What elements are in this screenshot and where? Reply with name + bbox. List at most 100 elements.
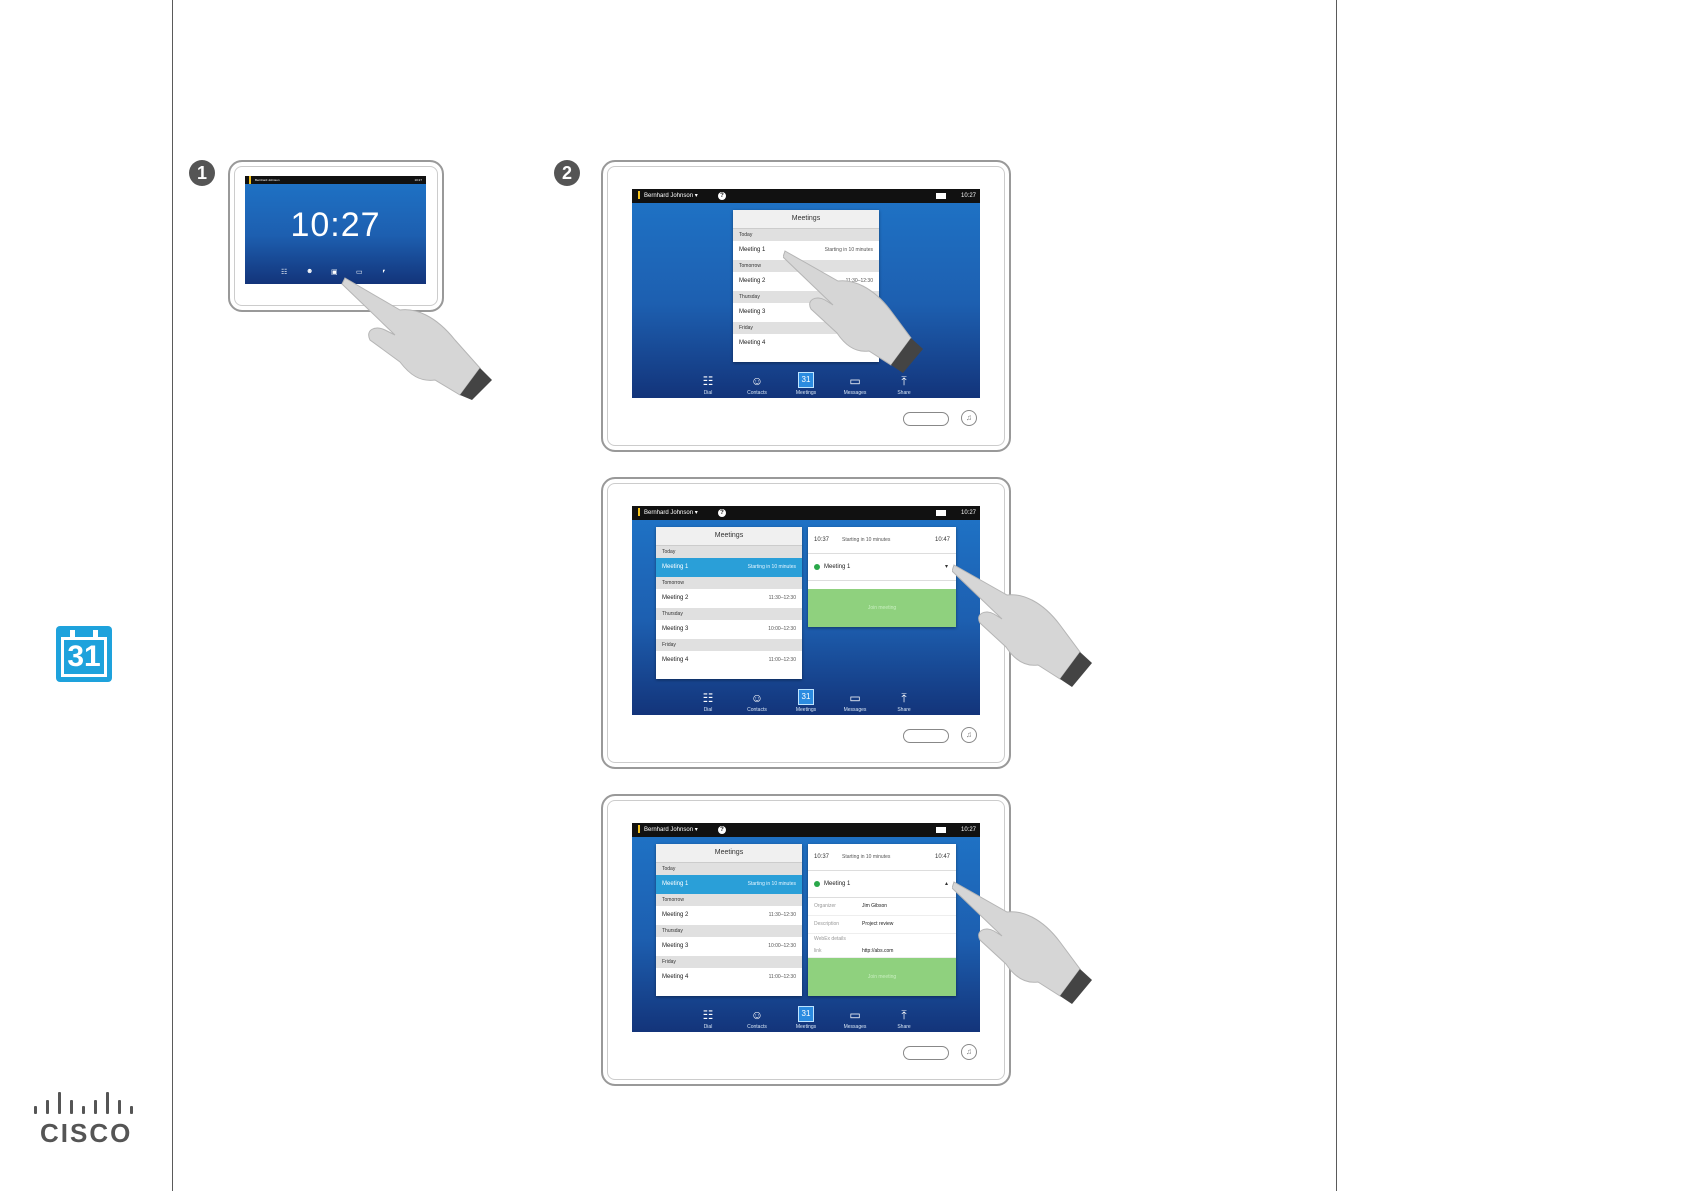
nav-share[interactable]: ⤒Share bbox=[897, 374, 911, 396]
meetings-icon: 31 bbox=[798, 689, 814, 705]
meetings-list-title: Meetings bbox=[733, 210, 879, 229]
volume-rocker[interactable] bbox=[903, 729, 949, 743]
meeting-detail-panel: 10:37 Starting in 10 minutes 10:47 Meeting… bbox=[808, 844, 956, 996]
clock: 10:27 bbox=[960, 193, 976, 199]
messages-icon: ▭ bbox=[849, 374, 861, 388]
contacts-icon: ☺ bbox=[750, 374, 764, 388]
expand-arrow-icon[interactable]: ▾ bbox=[944, 564, 948, 570]
meeting-expand-row[interactable]: Meeting 1▾ bbox=[808, 554, 956, 581]
nav-share[interactable]: ⤒Share bbox=[897, 691, 911, 713]
small-nav-messages-icon[interactable]: ▭ bbox=[356, 269, 363, 276]
nav-messages[interactable]: ▭Messages bbox=[843, 374, 867, 396]
day-header: Thursday bbox=[656, 925, 802, 937]
meeting-start-time: 10:37 bbox=[814, 537, 830, 543]
camera-icon[interactable] bbox=[936, 193, 946, 199]
dial-icon: ☷ bbox=[702, 374, 714, 388]
meetings-icon: 31 bbox=[798, 372, 814, 388]
collapse-arrow-icon[interactable]: ▴ bbox=[944, 881, 948, 887]
meeting-start-time: 10:37 bbox=[814, 854, 830, 860]
mute-icon[interactable]: ♫ bbox=[961, 727, 977, 743]
pointing-hand-icon bbox=[952, 564, 1092, 687]
help-icon[interactable]: ? bbox=[718, 826, 726, 834]
day-header: Today bbox=[656, 863, 802, 875]
pointing-hand-icon bbox=[341, 277, 492, 400]
user-name[interactable]: Bernhard Johnson ▾ bbox=[638, 823, 698, 837]
join-meeting-button[interactable]: Join meeting bbox=[808, 958, 956, 996]
pointing-hand-icon bbox=[783, 250, 923, 373]
small-nav: ☷ ☻ ▣ ▭ ⎖ bbox=[275, 268, 396, 282]
small-nav-meetings-icon[interactable]: ▣ bbox=[331, 269, 338, 276]
small-nav-dial-icon[interactable]: ☷ bbox=[281, 269, 288, 276]
volume-rocker[interactable] bbox=[903, 1046, 949, 1060]
nav-contacts[interactable]: ☺Contacts bbox=[747, 691, 767, 713]
share-icon: ⤒ bbox=[901, 691, 907, 705]
user-name[interactable]: Bernhard Johnson ▾ bbox=[638, 506, 698, 520]
touch-panel-detail-expanded: Bernhard Johnson ▾ ? 10:27 Meetings Toda… bbox=[601, 794, 1011, 1086]
cisco-logo: CISCO bbox=[32, 1092, 142, 1148]
nav-share[interactable]: ⤒Share bbox=[897, 1008, 911, 1030]
day-header: Thursday bbox=[656, 608, 802, 620]
help-icon[interactable]: ? bbox=[718, 192, 726, 200]
small-nav-contacts-icon[interactable]: ☻ bbox=[306, 268, 314, 275]
meetings-list-title: Meetings bbox=[656, 844, 802, 863]
share-icon: ⤒ bbox=[901, 1008, 907, 1022]
help-icon[interactable]: ? bbox=[718, 509, 726, 517]
nav-dial[interactable]: ☷Dial bbox=[702, 1008, 714, 1030]
meeting-status: Starting in 10 minutes bbox=[842, 537, 891, 543]
meeting-status: Starting in 10 minutes bbox=[842, 854, 891, 860]
clock: 10:27 bbox=[960, 827, 976, 833]
meeting-end-time: 10:47 bbox=[934, 854, 950, 860]
meeting-detail-panel: 10:37 Starting in 10 minutes 10:47 Meeting… bbox=[808, 527, 956, 627]
meetings-icon: 31 bbox=[798, 1006, 814, 1022]
day-header: Tomorrow bbox=[656, 894, 802, 906]
nav-dial[interactable]: ☷Dial bbox=[702, 374, 714, 396]
meeting-end-time: 10:47 bbox=[934, 537, 950, 543]
nav-contacts[interactable]: ☺Contacts bbox=[747, 374, 767, 396]
user-name[interactable]: Bernhard Johnson ▾ bbox=[638, 189, 698, 203]
dial-icon: ☷ bbox=[702, 691, 714, 705]
big-clock: 10:27 bbox=[290, 206, 381, 244]
nav-dial[interactable]: ☷Dial bbox=[702, 691, 714, 713]
small-user-name[interactable]: Bernhard Johnson bbox=[249, 176, 280, 184]
small-panel-screen: Bernhard Johnson 10:27 10:27 ☷ ☻ ▣ ▭ ⎖ bbox=[245, 176, 426, 284]
clock: 10:27 bbox=[960, 510, 976, 516]
left-margin-line bbox=[172, 0, 173, 1191]
calendar-icon: 31 bbox=[56, 626, 112, 682]
nav-messages[interactable]: ▭Messages bbox=[843, 691, 867, 713]
small-nav-share-icon[interactable]: ⎖ bbox=[381, 268, 387, 275]
step-number-1: 1 bbox=[189, 160, 215, 186]
webex-details-row: WebEx details bbox=[814, 936, 846, 942]
nav-messages[interactable]: ▭Messages bbox=[843, 1008, 867, 1030]
day-header: Friday bbox=[656, 956, 802, 968]
camera-icon[interactable] bbox=[936, 510, 946, 516]
join-meeting-button[interactable]: Join meeting bbox=[808, 589, 956, 627]
meeting-collapse-row[interactable]: Meeting 1▴ bbox=[808, 871, 956, 898]
camera-icon[interactable] bbox=[936, 827, 946, 833]
messages-icon: ▭ bbox=[849, 1008, 861, 1022]
calendar-icon-label: 31 bbox=[61, 637, 107, 677]
day-header: Today bbox=[656, 546, 802, 558]
step-number-2: 2 bbox=[554, 160, 580, 186]
mute-icon[interactable]: ♫ bbox=[961, 1044, 977, 1060]
mute-icon[interactable]: ♫ bbox=[961, 410, 977, 426]
volume-rocker[interactable] bbox=[903, 412, 949, 426]
nav-contacts[interactable]: ☺Contacts bbox=[747, 1008, 767, 1030]
